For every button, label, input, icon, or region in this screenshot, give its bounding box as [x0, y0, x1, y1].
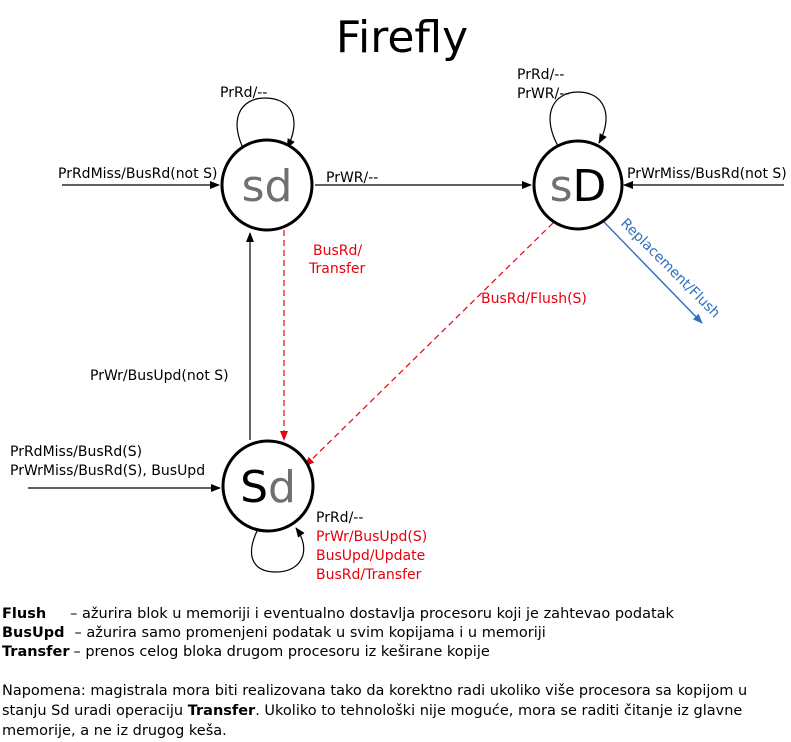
- label-sD-exit: Replacement/Flush: [617, 216, 723, 322]
- legend-term-transfer: Transfer: [2, 644, 70, 660]
- legend-row-flush: Flush – ažurira blok u memoriji i eventua…: [2, 605, 674, 624]
- diagram-title: Firefly: [336, 12, 468, 63]
- edge-sd-self: [236, 97, 295, 153]
- state-sD-label: sD: [550, 161, 607, 212]
- label-Sd-self-red-1: PrWr/BusUpd(S): [316, 529, 427, 545]
- label-Sd-entry-2: PrWrMiss/BusRd(S), BusUpd: [10, 463, 205, 479]
- label-sd-to-Sd-2: Transfer: [308, 261, 366, 277]
- legend: Flush – ažurira blok u memoriji i eventua…: [2, 605, 674, 662]
- label-sD-self-1: PrRd/--: [517, 67, 564, 83]
- legend-term-busupd: BusUpd: [2, 625, 65, 641]
- edge-sD-exit: [603, 221, 703, 324]
- edge-sD-self: [549, 91, 607, 147]
- edge-sD-to-Sd: [304, 222, 554, 467]
- label-Sd-self-red-3: BusRd/Transfer: [316, 567, 422, 583]
- legend-row-busupd: BusUpd – ažurira samo promenjeni podatak …: [2, 624, 674, 643]
- label-sd-entry: PrRdMiss/BusRd(not S): [58, 166, 217, 182]
- state-Sd: Sd: [221, 439, 315, 533]
- legend-desc-busupd: – ažurira samo promenjeni podatak u svim…: [74, 625, 546, 641]
- state-diagram: Firefly sd sD Sd PrRd/-- PrRd/-- PrWR/--…: [10, 12, 787, 583]
- legend-row-transfer: Transfer– prenos celog bloka drugom proc…: [2, 643, 674, 662]
- label-Sd-entry-1: PrRdMiss/BusRd(S): [10, 444, 142, 460]
- state-sd-label: sd: [242, 161, 293, 212]
- legend-term-flush: Flush: [2, 606, 47, 622]
- legend-desc-flush: – ažurira blok u memoriji i eventualno d…: [70, 606, 674, 622]
- note-text-after: . Ukoliko to tehnološki nije moguće, mor…: [2, 703, 743, 739]
- label-sd-self: PrRd/--: [220, 85, 267, 101]
- label-Sd-self-black: PrRd/--: [316, 510, 363, 526]
- label-sD-self-2: PrWR/--: [517, 86, 569, 102]
- note-text-before: Napomena: magistrala mora biti realizova…: [2, 683, 748, 719]
- edge-Sd-self: [250, 527, 305, 573]
- label-sD-entry: PrWrMiss/BusRd(not S): [627, 166, 787, 182]
- legend-desc-transfer: – prenos celog bloka drugom procesoru iz…: [73, 644, 490, 660]
- state-sD: sD: [532, 139, 624, 231]
- label-Sd-self-red-2: BusUpd/Update: [316, 548, 425, 564]
- note-text-bold: Transfer: [187, 703, 256, 719]
- state-Sd-label: Sd: [240, 462, 296, 513]
- label-sD-to-Sd: BusRd/Flush(S): [481, 291, 587, 307]
- label-sd-to-sD: PrWR/--: [326, 170, 378, 186]
- state-sd: sd: [220, 138, 314, 232]
- label-sd-to-Sd-1: BusRd/: [313, 243, 362, 259]
- label-Sd-to-sd: PrWr/BusUpd(not S): [90, 368, 229, 384]
- note-paragraph: Napomena: magistrala mora biti realizova…: [2, 681, 762, 741]
